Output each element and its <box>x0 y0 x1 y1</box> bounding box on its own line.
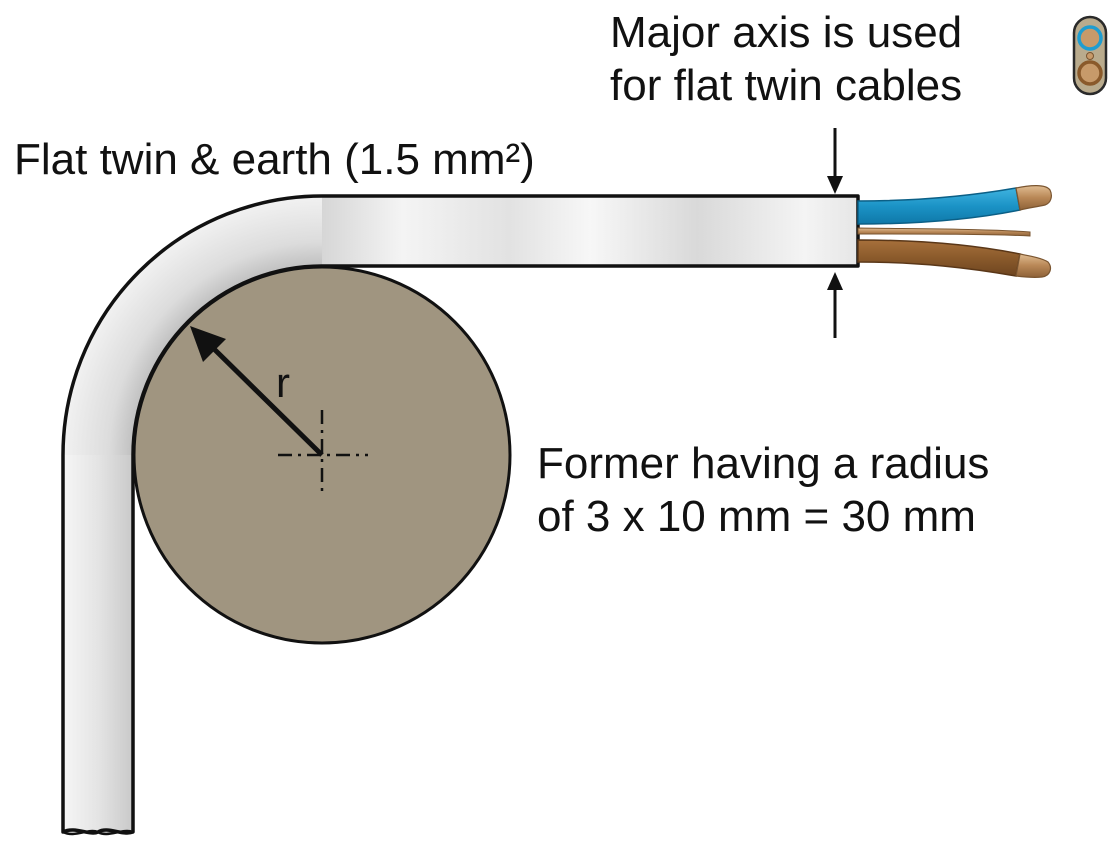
radius-arrowhead <box>190 326 226 362</box>
conductors <box>857 185 1052 279</box>
radius-indicator <box>190 326 324 457</box>
cable-vertical-section <box>63 455 133 833</box>
radius-label-text: r <box>276 359 290 406</box>
major-axis-arrows <box>827 128 843 338</box>
radius-line <box>208 343 324 457</box>
radius-label: r <box>276 356 290 409</box>
cable-label-text: Flat twin & earth (1.5 mm²) <box>14 135 535 184</box>
former-label-line1: Former having a radius <box>537 439 990 488</box>
major-axis-label: Major axis is used for flat twin cables <box>610 6 962 112</box>
cable-horizontal-section <box>322 196 858 266</box>
cable-label: Flat twin & earth (1.5 mm²) <box>14 133 535 186</box>
cable-bend <box>63 196 322 455</box>
earth-conductor <box>857 227 1031 237</box>
former-label: Former having a radius of 3 x 10 mm = 30… <box>537 437 989 543</box>
cable-cross-section-icon <box>1072 15 1108 96</box>
former-label-line2: of 3 x 10 mm = 30 mm <box>537 492 976 541</box>
top-arrowhead <box>827 176 843 194</box>
brown-conductor-copper-tip <box>1015 253 1052 279</box>
bottom-arrowhead <box>827 272 843 290</box>
blue-conductor <box>857 187 1021 225</box>
cable-cut-end <box>62 829 134 836</box>
cable-outline <box>61 194 860 835</box>
major-axis-label-line2: for flat twin cables <box>610 61 963 110</box>
major-axis-label-line1: Major axis is used <box>610 8 963 57</box>
centre-mark <box>278 410 368 492</box>
brown-conductor <box>857 239 1021 277</box>
blue-conductor-copper-tip <box>1015 185 1052 211</box>
